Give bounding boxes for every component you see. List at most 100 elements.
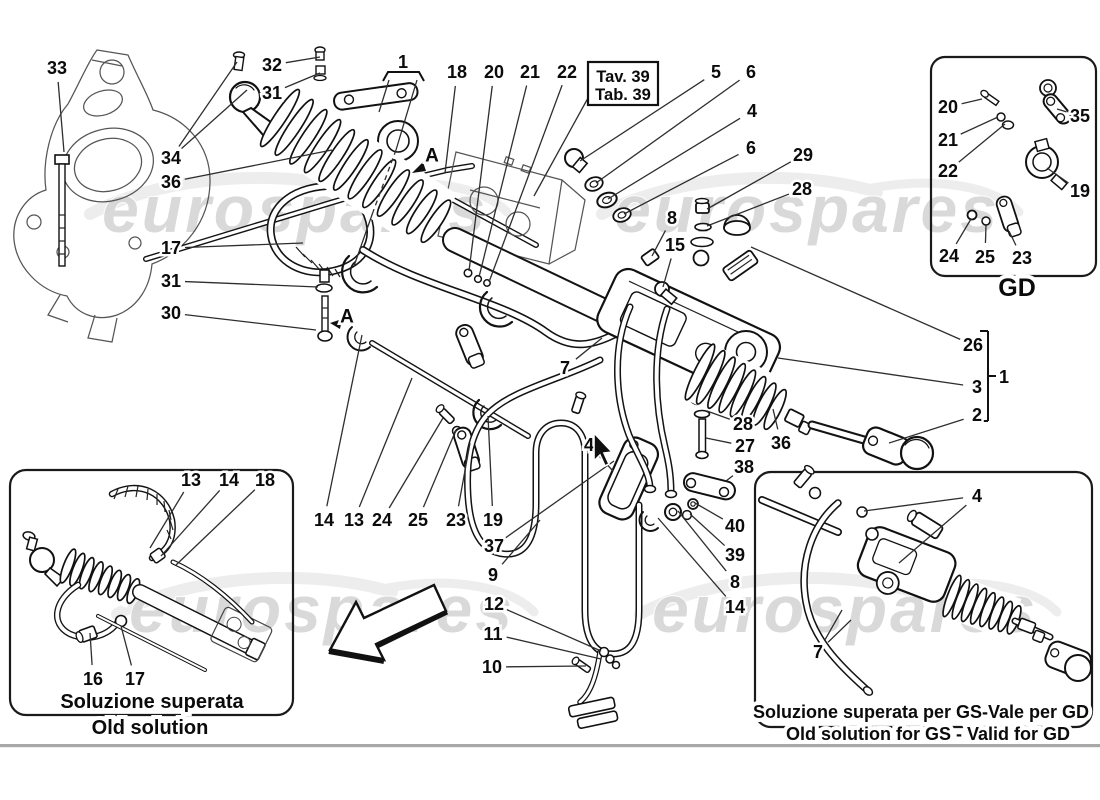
callout-28: 28 [733, 414, 753, 434]
leader-line [623, 153, 739, 215]
callout-18: 18 [447, 62, 467, 82]
link-38 [682, 472, 736, 501]
bracket-label-1-right [980, 330, 996, 422]
callout-37: 37 [484, 536, 504, 556]
leader-line [388, 417, 444, 509]
bellows-rib [347, 148, 383, 200]
callout-29: 29 [793, 145, 813, 165]
callout-14: 14 [725, 597, 745, 617]
bellows-rib [405, 189, 438, 235]
leader-line [772, 408, 779, 430]
watermark-text: eurospares [614, 172, 1000, 246]
callout-33: 33 [47, 58, 67, 78]
leader-line [961, 98, 983, 105]
bellows-left [259, 88, 458, 252]
leader-line [505, 665, 587, 668]
leader-line [468, 85, 493, 272]
callout-36: 36 [771, 433, 791, 453]
bellows-rib [361, 159, 397, 209]
bellows-rib [718, 362, 747, 414]
callout-21: 21 [520, 62, 540, 82]
watermark-swoosh [596, 171, 883, 220]
leader-line [662, 258, 672, 288]
rod-adjusters [784, 408, 813, 436]
bellows-rib [318, 128, 356, 183]
callout-6: 6 [746, 62, 756, 82]
callout-1: 1 [999, 367, 1009, 387]
page-separator [0, 744, 1100, 748]
mouse-cursor-icon [593, 430, 614, 468]
leader-line [488, 84, 563, 283]
leader-line [285, 56, 321, 64]
callout-1: 1 [398, 52, 408, 72]
old-solution-box [8, 468, 295, 717]
callout-18: 18 [255, 470, 275, 490]
table-ref-line2: Tab. 39 [595, 86, 651, 104]
leader-line [457, 442, 471, 507]
bellows-rib [740, 375, 767, 422]
callout-25: 25 [975, 247, 995, 267]
callout-13: 13 [181, 470, 201, 490]
bellows-rib [97, 565, 114, 596]
nut-29 [695, 202, 710, 214]
leader-line [888, 418, 964, 444]
bracket-label-1-top [353, 71, 425, 267]
callout-38: 38 [734, 457, 754, 477]
bellows-rib [259, 88, 301, 148]
leader-line [827, 619, 852, 643]
leader-line [1056, 108, 1067, 113]
leader-line [478, 85, 528, 278]
leader-line [575, 337, 603, 360]
old-solution-caption-it: Soluzione superata [60, 691, 244, 713]
gs-caption-en: Old solution for GS - Valid for GD [786, 724, 1070, 744]
leader-line [706, 410, 731, 420]
callout-26: 26 [963, 335, 983, 355]
callout-10: 10 [482, 657, 502, 677]
bellows-rib [391, 179, 424, 226]
callout-4: 4 [747, 101, 757, 121]
callout-19: 19 [483, 510, 503, 530]
table-ref-box: Tav. 39 Tab. 39 [533, 60, 660, 197]
diagram-art: Tav. 39 Tab. 39 [8, 46, 1098, 729]
callout-36: 36 [161, 172, 181, 192]
callout-3: 3 [972, 377, 982, 397]
leader-line [57, 81, 65, 153]
callout-35: 35 [1070, 106, 1090, 126]
bellows-rib [88, 561, 104, 593]
leader-line [505, 460, 615, 539]
callout-17: 17 [161, 238, 181, 258]
callout-40: 40 [725, 516, 745, 536]
bellows-rib [288, 108, 328, 165]
bellows-rib [59, 548, 77, 584]
leader-line [863, 497, 964, 512]
callout-31: 31 [262, 83, 282, 103]
pipe-clamp-plates [567, 696, 619, 729]
fasteners-32-31 [313, 46, 327, 82]
bellows-rib [707, 356, 736, 410]
callout-16: 16 [83, 669, 103, 689]
leader-line [984, 224, 987, 244]
leader-line [178, 61, 238, 147]
callout-14: 14 [314, 510, 334, 530]
leader-line [184, 149, 333, 180]
direction-arrow [328, 583, 449, 664]
leader-line [149, 491, 185, 549]
leader-line [705, 437, 732, 444]
leader-line [284, 72, 321, 89]
leader-line [184, 313, 317, 331]
leader-line [706, 161, 792, 210]
callout-25: 25 [408, 510, 428, 530]
callout-2: 2 [972, 405, 982, 425]
callout-4: 4 [972, 486, 982, 506]
gd-caption: GD [998, 274, 1036, 302]
view-a-arrow-bottom [330, 319, 342, 329]
bolts-31-30 [315, 269, 333, 342]
leader-line [501, 519, 541, 565]
union-8 [640, 248, 660, 267]
leader-line [506, 636, 602, 660]
callout-34: 34 [161, 148, 181, 168]
leader-line [120, 625, 133, 666]
